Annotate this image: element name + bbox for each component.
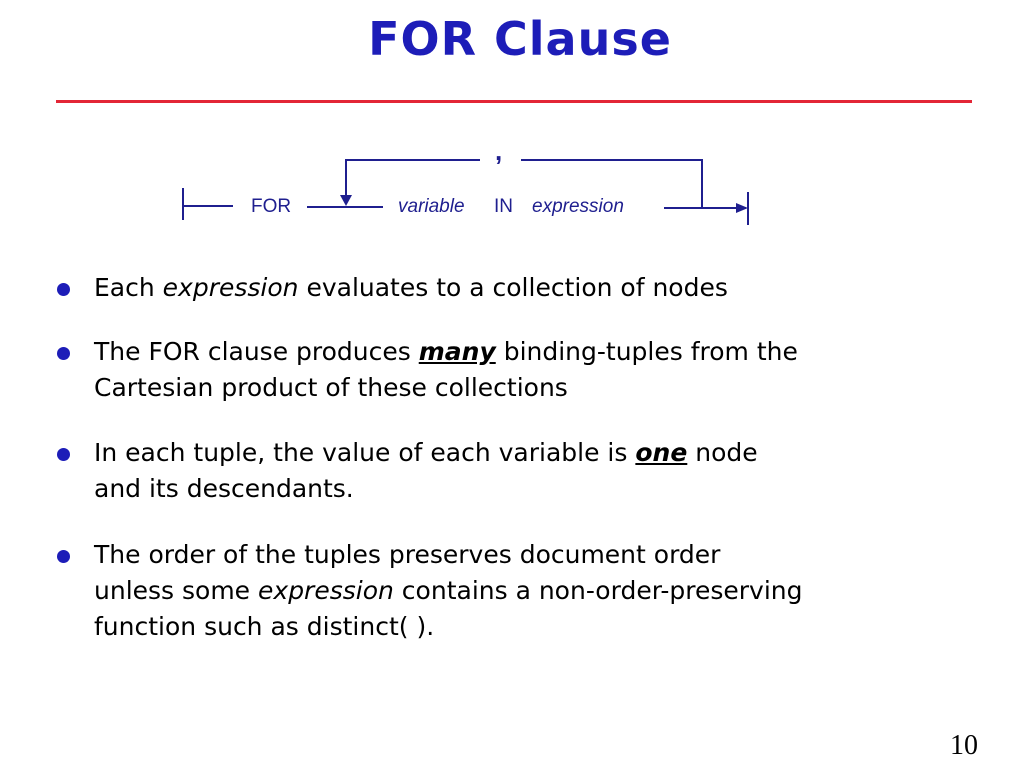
bullet-list: Each expression evaluates to a collectio… — [56, 270, 976, 645]
bullet-item: The order of the tuples preserves docume… — [56, 537, 976, 645]
diagram-lines — [182, 159, 749, 225]
slide-title: FOR Clause — [368, 12, 672, 66]
bullet-dot-icon — [57, 448, 70, 461]
bullet-item: In each tuple, the value of each variabl… — [56, 435, 976, 507]
title-underline — [56, 100, 972, 103]
repeat-separator: , — [495, 136, 502, 166]
bullet-dot-icon — [57, 347, 70, 360]
bullet-dot-icon — [57, 550, 70, 563]
keyword-in: IN — [494, 196, 513, 217]
bullet-text: In each tuple, the value of each variabl… — [94, 438, 758, 503]
bullet-text: The order of the tuples preserves docume… — [94, 540, 803, 641]
token-variable: variable — [398, 196, 465, 217]
end-arrowhead-icon — [736, 203, 748, 213]
repeat-loop-left — [345, 159, 480, 198]
bullet-text: The FOR clause produces many binding-tup… — [94, 337, 798, 402]
loop-arrowhead-icon — [340, 195, 352, 206]
bullet-item: Each expression evaluates to a collectio… — [56, 270, 976, 306]
bullet-item: The FOR clause produces many binding-tup… — [56, 334, 976, 406]
bullet-text: Each expression evaluates to a collectio… — [94, 273, 728, 302]
bullet-dot-icon — [57, 283, 70, 296]
repeat-loop-right — [521, 159, 703, 208]
token-expression: expression — [532, 196, 624, 217]
keyword-for: FOR — [251, 196, 291, 217]
page-number: 10 — [950, 730, 978, 761]
